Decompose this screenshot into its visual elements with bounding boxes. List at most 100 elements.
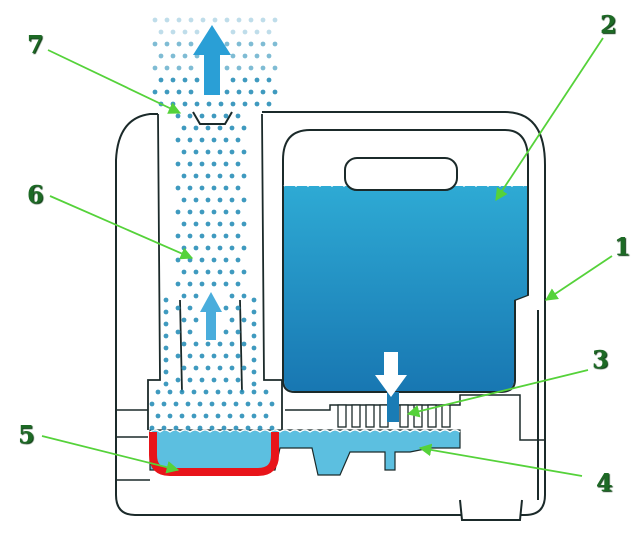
mist-dot bbox=[233, 401, 239, 407]
mist-dot bbox=[241, 197, 247, 203]
mist-dot bbox=[181, 317, 187, 323]
mist-dot bbox=[242, 77, 248, 83]
mist-particles bbox=[149, 17, 278, 431]
mist-dot bbox=[223, 137, 229, 143]
mist-dot bbox=[175, 113, 181, 119]
mist-dot bbox=[235, 305, 241, 311]
mist-dot bbox=[217, 197, 223, 203]
mist-dot bbox=[203, 413, 209, 419]
mist-dot bbox=[161, 401, 167, 407]
mist-dot bbox=[205, 365, 211, 371]
mist-dot bbox=[181, 221, 187, 227]
mist-dot bbox=[224, 89, 230, 95]
mist-dot bbox=[170, 77, 176, 83]
mist-dot bbox=[211, 113, 217, 119]
mist-dot bbox=[181, 293, 187, 299]
label-3: 3 bbox=[592, 345, 609, 374]
mist-dot bbox=[187, 233, 193, 239]
mist-dot bbox=[163, 321, 169, 327]
pointer-5 bbox=[41, 435, 180, 474]
mist-dot bbox=[193, 317, 199, 323]
mist-dot bbox=[224, 41, 230, 47]
mist-dot bbox=[236, 89, 242, 95]
mist-dot bbox=[170, 29, 176, 35]
mist-dot bbox=[223, 329, 229, 335]
mist-dot bbox=[199, 281, 205, 287]
mist-dot bbox=[251, 389, 257, 395]
mist-dot bbox=[211, 209, 217, 215]
mist-dot bbox=[272, 65, 278, 71]
mist-dot bbox=[181, 341, 187, 347]
mist-dot bbox=[175, 233, 181, 239]
mist-dot bbox=[263, 413, 269, 419]
mist-dot bbox=[211, 377, 217, 383]
mist-dot bbox=[181, 365, 187, 371]
mist-column-outline bbox=[147, 113, 283, 430]
mist-dot bbox=[217, 125, 223, 131]
pointer-7 bbox=[47, 49, 182, 114]
mist-dot bbox=[193, 173, 199, 179]
mist-dot bbox=[242, 29, 248, 35]
nozzle bbox=[192, 111, 233, 125]
base-line bbox=[116, 394, 545, 481]
mist-dot bbox=[199, 137, 205, 143]
mist-dot bbox=[266, 101, 272, 107]
mist-dot bbox=[176, 17, 182, 23]
housing-outline bbox=[115, 111, 546, 516]
mist-dot bbox=[167, 413, 173, 419]
mist-dot bbox=[197, 425, 203, 431]
mist-dot bbox=[241, 221, 247, 227]
mist-dot bbox=[211, 161, 217, 167]
mist-dot bbox=[152, 89, 158, 95]
mist-dot bbox=[235, 281, 241, 287]
mist-dot bbox=[254, 77, 260, 83]
mist-dot bbox=[248, 89, 254, 95]
mist-dot bbox=[235, 353, 241, 359]
mist-dot bbox=[182, 101, 188, 107]
mist-dot bbox=[193, 197, 199, 203]
mist-dot bbox=[236, 65, 242, 71]
mist-dot bbox=[223, 281, 229, 287]
mist-dot bbox=[266, 77, 272, 83]
mist-dot bbox=[251, 321, 257, 327]
mist-dot bbox=[230, 77, 236, 83]
mist-dot bbox=[229, 149, 235, 155]
mist-dot bbox=[200, 17, 206, 23]
mist-dot bbox=[269, 401, 275, 407]
mist-dot bbox=[209, 425, 215, 431]
mist-dot bbox=[193, 125, 199, 131]
mist-dot bbox=[205, 221, 211, 227]
mist-dot bbox=[203, 389, 209, 395]
mist-dot bbox=[193, 293, 199, 299]
mist-dot bbox=[233, 425, 239, 431]
mist-dot bbox=[223, 161, 229, 167]
mist-dot bbox=[188, 17, 194, 23]
mist-dot bbox=[223, 257, 229, 263]
mist-dot bbox=[223, 305, 229, 311]
mist-dot bbox=[272, 89, 278, 95]
mist-dot bbox=[173, 425, 179, 431]
mist-dot bbox=[223, 377, 229, 383]
mist-dot bbox=[205, 245, 211, 251]
mist-dot bbox=[217, 341, 223, 347]
mist-dot bbox=[223, 113, 229, 119]
mist-dot bbox=[187, 353, 193, 359]
mist-dot bbox=[170, 53, 176, 59]
mist-dot bbox=[235, 257, 241, 263]
mist-dot bbox=[205, 173, 211, 179]
mist-dot bbox=[223, 185, 229, 191]
mist-dot bbox=[181, 197, 187, 203]
mist-dot bbox=[242, 101, 248, 107]
mist-dot bbox=[191, 389, 197, 395]
mist-dot bbox=[227, 413, 233, 419]
mist-dot bbox=[164, 89, 170, 95]
mist-dot bbox=[205, 149, 211, 155]
mist-dot bbox=[158, 53, 164, 59]
mist-dot bbox=[242, 53, 248, 59]
mist-dot bbox=[217, 173, 223, 179]
mist-dot bbox=[224, 65, 230, 71]
mist-dot bbox=[229, 341, 235, 347]
mist-dot bbox=[155, 389, 161, 395]
mist-dot bbox=[229, 293, 235, 299]
mist-dot bbox=[218, 101, 224, 107]
